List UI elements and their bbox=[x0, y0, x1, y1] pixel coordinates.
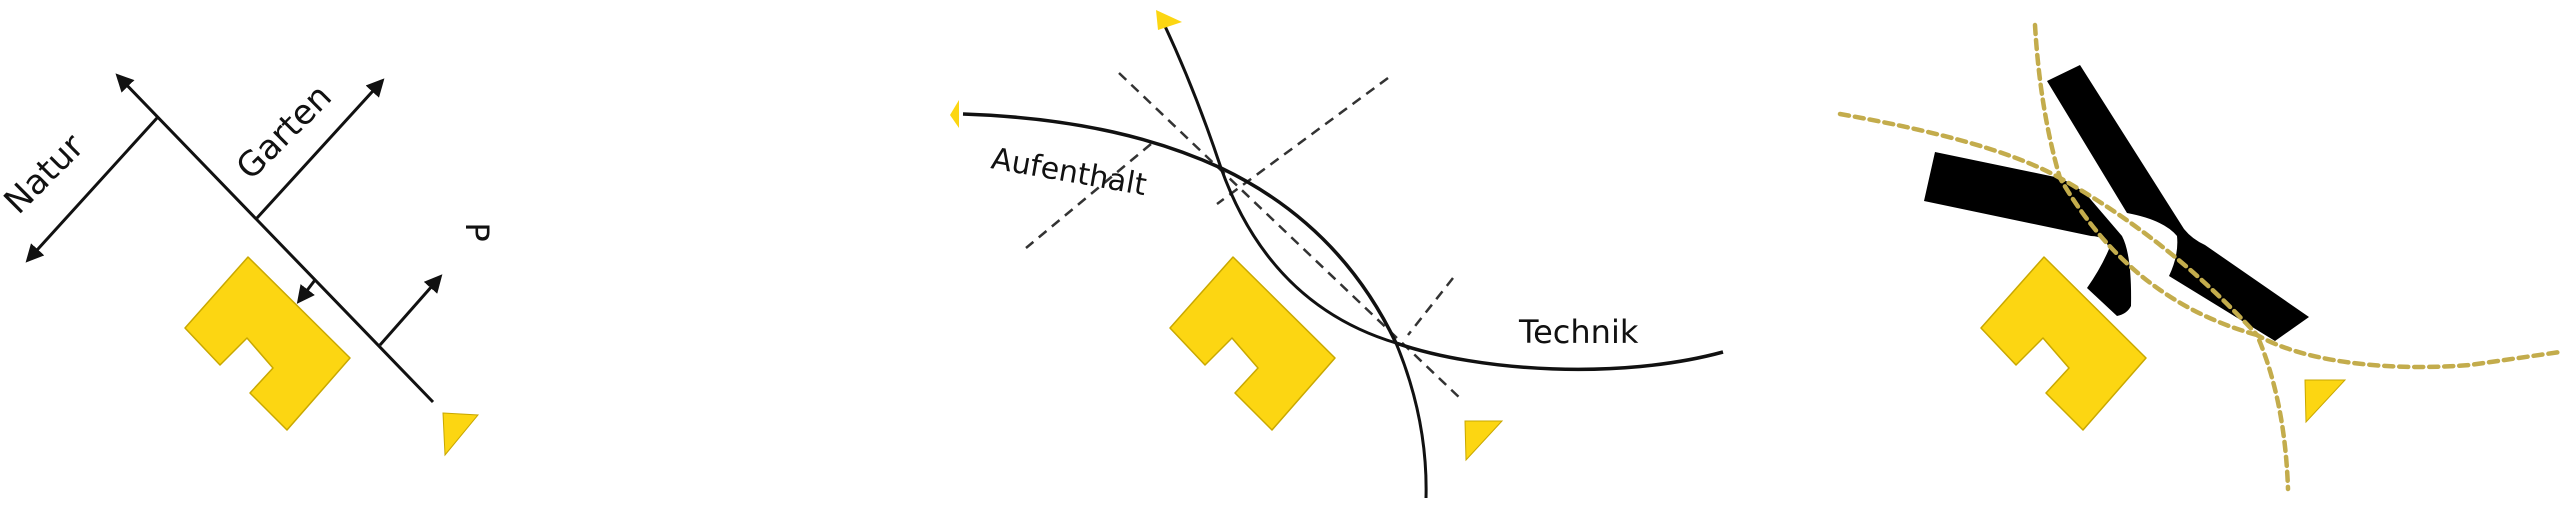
entrance-marker-triangle-icon bbox=[950, 100, 959, 128]
dashed-path-aufenthalt bbox=[1837, 111, 2560, 370]
dashed-axis-line bbox=[1216, 76, 1389, 206]
main-axis-line bbox=[115, 73, 435, 404]
entrance-marker-triangle-icon bbox=[1464, 420, 1504, 462]
building-footprint bbox=[1169, 256, 1336, 431]
label-parking: P bbox=[458, 222, 496, 241]
entrance-marker-triangle-icon bbox=[1156, 10, 1182, 30]
entrance-marker-triangle-icon bbox=[442, 412, 480, 457]
new-wing-left bbox=[1924, 152, 2132, 316]
label-technik: Technik bbox=[1518, 313, 1639, 351]
panel-massing bbox=[1837, 22, 2560, 492]
building-footprint bbox=[184, 256, 351, 431]
dashed-path-technik bbox=[2032, 22, 2291, 492]
label-aufenthalt: Aufenthalt bbox=[989, 141, 1150, 203]
entrance-arrow bbox=[296, 279, 317, 304]
garten-arrow bbox=[255, 78, 385, 220]
entrance-marker-triangle-icon bbox=[2304, 379, 2347, 424]
aufenthalt-path bbox=[962, 112, 1724, 372]
label-garten: Garten bbox=[229, 77, 340, 188]
panel-circulation: Aufenthalt Technik bbox=[950, 10, 1724, 499]
dashed-axis-line bbox=[1407, 277, 1454, 336]
parking-arrow bbox=[378, 274, 443, 346]
label-natur: Natur bbox=[0, 126, 92, 222]
natur-arrow bbox=[25, 116, 159, 263]
panel-concept: Natur Garten P bbox=[0, 73, 496, 457]
technik-path bbox=[1162, 23, 1428, 499]
new-wing-right bbox=[2047, 65, 2309, 341]
